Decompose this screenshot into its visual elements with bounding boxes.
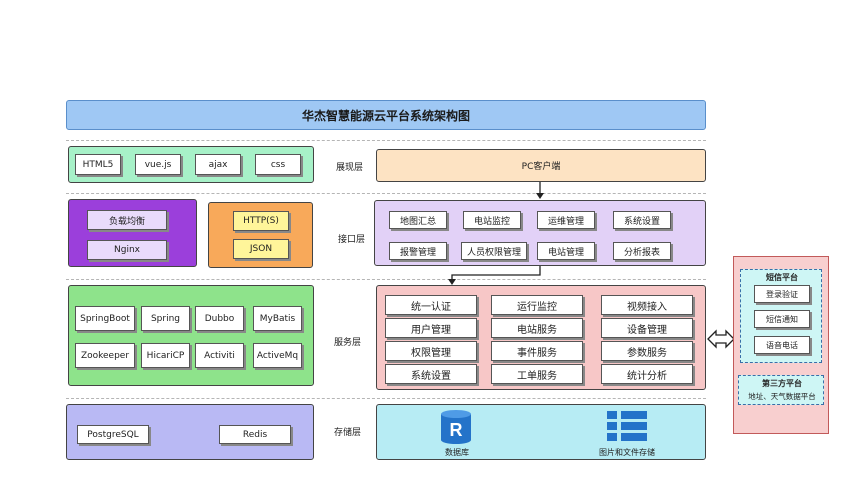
module-station-management: 电站管理 xyxy=(537,242,595,260)
separator-2 xyxy=(66,193,706,194)
sms-platform-group: 短信平台 登录验证 短信通知 语音电话 xyxy=(740,269,822,363)
layer-label-presentation: 展现层 xyxy=(336,163,364,173)
third-party-group: 第三方平台 地址、天气数据平台 xyxy=(738,375,824,405)
sms-notification: 短信通知 xyxy=(754,310,810,328)
framework-dubbo: Dubbo xyxy=(195,306,244,331)
module-map-summary: 地图汇总 xyxy=(389,211,447,229)
protocol-group: HTTP(S) JSON xyxy=(208,202,313,268)
framework-springboot: SpringBoot xyxy=(75,306,135,331)
service-work-order: 工单服务 xyxy=(491,364,583,384)
load-balance-group: 负载均衡 Nginx xyxy=(68,199,197,267)
storage-resources-group: R 数据库 图片和文件存储 xyxy=(376,404,706,460)
database-icon: R xyxy=(441,410,471,444)
separator-1 xyxy=(66,140,706,141)
svg-text:R: R xyxy=(450,420,463,440)
service-modules-group: 统一认证 运行监控 视频接入 用户管理 电站服务 设备管理 权限管理 事件服务 … xyxy=(376,285,706,390)
service-unified-auth: 统一认证 xyxy=(385,295,477,315)
service-permission-management: 权限管理 xyxy=(385,341,477,361)
interface-modules-group: 地图汇总 电站监控 运维管理 系统设置 报警管理 人员权限管理 电站管理 分析报… xyxy=(374,200,706,266)
framework-activemq: ActiveMq xyxy=(253,343,302,368)
service-statistics: 统计分析 xyxy=(601,364,693,384)
database-label: 数据库 xyxy=(445,448,469,457)
file-storage-icon xyxy=(607,411,647,441)
tech-html5: HTML5 xyxy=(75,154,121,175)
module-station-monitor: 电站监控 xyxy=(463,211,521,229)
sms-voice-call: 语音电话 xyxy=(754,336,810,354)
external-platforms-group: 短信平台 登录验证 短信通知 语音电话 第三方平台 地址、天气数据平台 xyxy=(733,256,829,434)
module-ops-management: 运维管理 xyxy=(537,211,595,229)
service-video-access: 视频接入 xyxy=(601,295,693,315)
service-event-service: 事件服务 xyxy=(491,341,583,361)
sms-login-verify: 登录验证 xyxy=(754,285,810,303)
service-device-management: 设备管理 xyxy=(601,318,693,338)
module-alarm-management: 报警管理 xyxy=(389,242,447,260)
storage-redis: Redis xyxy=(219,425,291,444)
module-system-settings: 系统设置 xyxy=(613,211,671,229)
pc-client-label: PC客户端 xyxy=(521,162,561,172)
file-storage-label: 图片和文件存储 xyxy=(599,448,655,457)
framework-hicaricp: HicariCP xyxy=(141,343,190,368)
framework-spring: Spring xyxy=(141,306,190,331)
pc-client-box: PC客户端 xyxy=(376,149,706,182)
framework-activiti: Activiti xyxy=(195,343,244,368)
storage-postgresql: PostgreSQL xyxy=(77,425,149,444)
layer-label-storage: 存储层 xyxy=(334,428,362,438)
storage-tech-group: PostgreSQL Redis xyxy=(66,404,314,460)
https-box: HTTP(S) xyxy=(233,211,289,231)
separator-4 xyxy=(66,398,706,399)
separator-3 xyxy=(66,279,706,280)
service-parameter-service: 参数服务 xyxy=(601,341,693,361)
layer-label-service: 服务层 xyxy=(334,338,362,348)
third-party-desc: 地址、天气数据平台 xyxy=(748,392,816,401)
tech-ajax: ajax xyxy=(195,154,241,175)
service-station-service: 电站服务 xyxy=(491,318,583,338)
diagram-title: 华杰智慧能源云平台系统架构图 xyxy=(66,100,706,130)
nginx-box: Nginx xyxy=(87,240,167,260)
load-balance-box: 负载均衡 xyxy=(87,210,167,230)
service-system-settings: 系统设置 xyxy=(385,364,477,384)
framework-mybatis: MyBatis xyxy=(253,306,302,331)
service-user-management: 用户管理 xyxy=(385,318,477,338)
service-run-monitor: 运行监控 xyxy=(491,295,583,315)
tech-vuejs: vue.js xyxy=(135,154,181,175)
third-party-title: 第三方平台 xyxy=(762,379,802,388)
module-permission-management: 人员权限管理 xyxy=(461,242,527,260)
service-framework-group: SpringBoot Spring Dubbo MyBatis Zookeepe… xyxy=(68,285,314,386)
sms-platform-title: 短信平台 xyxy=(766,273,798,282)
framework-zookeeper: Zookeeper xyxy=(75,343,135,368)
layer-label-interface: 接口层 xyxy=(338,235,366,245)
presentation-tech-group: HTML5 vue.js ajax css xyxy=(68,146,314,183)
module-analysis-report: 分析报表 xyxy=(613,242,671,260)
tech-css: css xyxy=(255,154,301,175)
json-box: JSON xyxy=(233,239,289,259)
